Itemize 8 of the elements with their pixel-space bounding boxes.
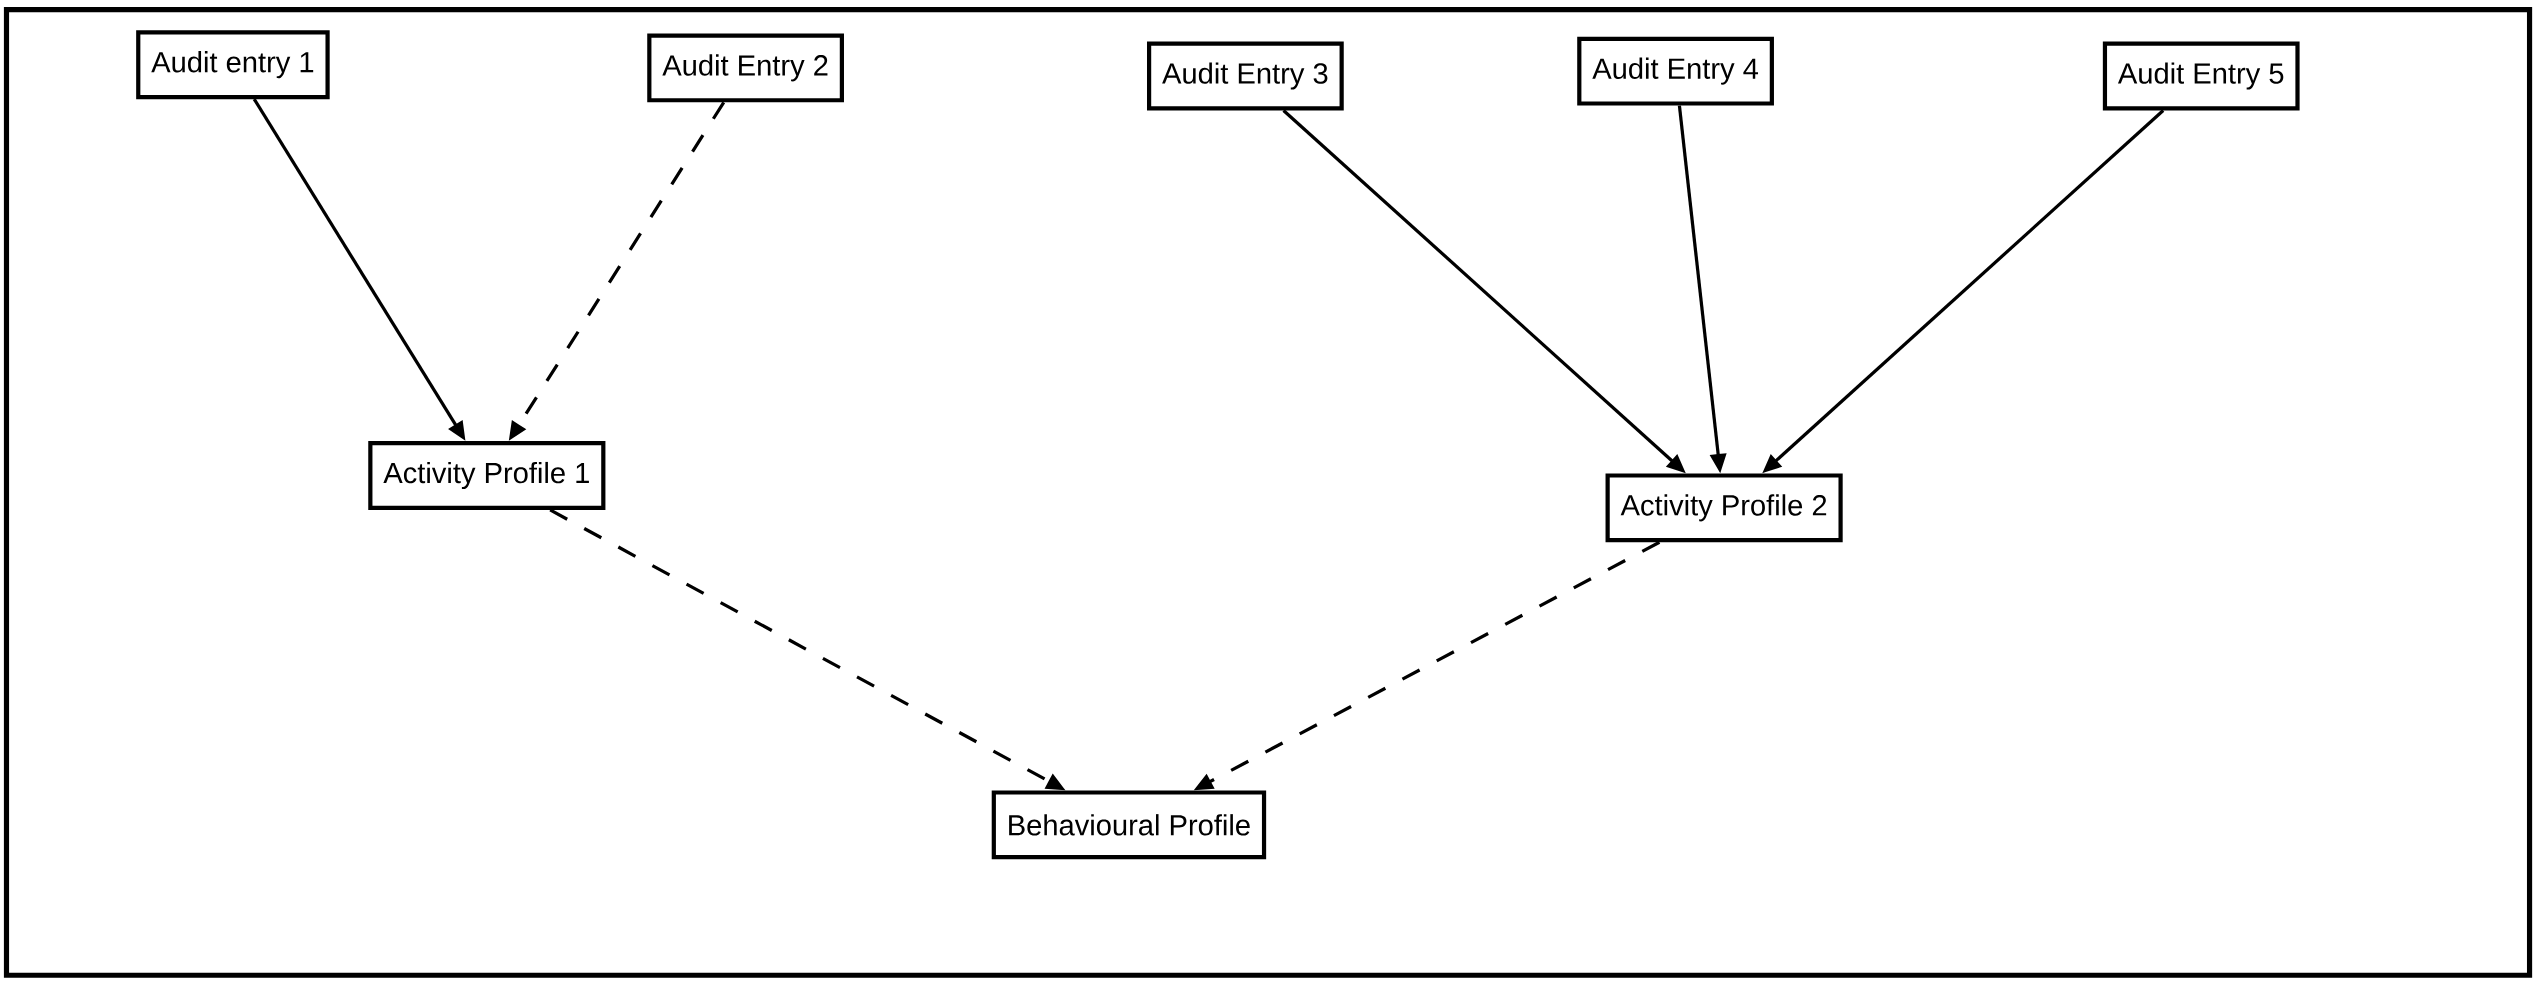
text-box: Activity Profile 1 — [368, 440, 606, 510]
text-box: Activity Profile 2 — [1605, 473, 1843, 543]
text-box: Audit entry 1 — [136, 30, 330, 99]
text-box: Audit Entry 5 — [2102, 41, 2300, 111]
text-box: Behavioural Profile — [991, 790, 1267, 860]
text-box: Audit Entry 3 — [1147, 41, 1344, 111]
text-box: Audit Entry 4 — [1577, 36, 1774, 106]
text-box: Audit Entry 2 — [647, 33, 844, 103]
